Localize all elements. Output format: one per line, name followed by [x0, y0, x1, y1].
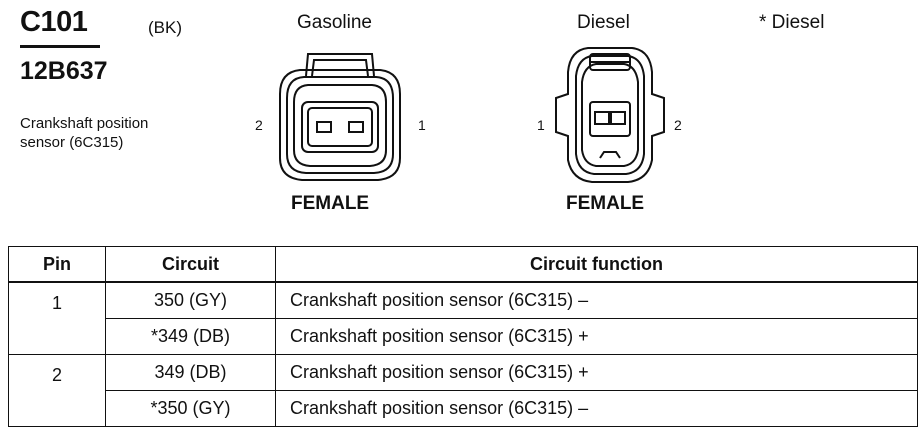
circuit-column-header: Circuit — [105, 246, 276, 283]
table-header-row: Pin Circuit Circuit function — [8, 246, 918, 283]
connector-id-underline — [20, 45, 100, 48]
circuit-cell: 349 (DB) — [105, 354, 276, 391]
circuit-cell: 350 (GY) — [105, 281, 276, 319]
pin-column-header: Pin — [8, 246, 106, 283]
circuit-function-cell: Crankshaft position sensor (6C315) – — [275, 390, 918, 427]
gasoline-pin-left-label: 2 — [255, 117, 263, 133]
diesel-view-title: Diesel — [577, 12, 630, 33]
connector-color: (BK) — [148, 18, 182, 37]
pinout-table: Pin Circuit Circuit function 1 350 (GY) … — [8, 246, 918, 427]
diesel-footnote: * Diesel — [759, 12, 825, 33]
gasoline-view-title: Gasoline — [297, 12, 372, 33]
pin-number-cell: 2 — [8, 354, 106, 427]
diesel-gender-label: FEMALE — [566, 193, 645, 214]
diesel-pin-left-label: 1 — [537, 117, 545, 133]
circuit-function-cell: Crankshaft position sensor (6C315) – — [275, 281, 918, 319]
gasoline-gender-label: FEMALE — [291, 193, 370, 214]
circuit-cell: *350 (GY) — [105, 390, 276, 427]
circuit-function-column-header: Circuit function — [275, 246, 918, 283]
circuit-function-cell: Crankshaft position sensor (6C315) + — [275, 318, 918, 355]
connector-id: C101 — [20, 6, 88, 38]
table-row: *350 (GY) Crankshaft position sensor (6C… — [9, 390, 918, 427]
connector-description: Crankshaft position sensor (6C315) — [20, 115, 149, 151]
circuit-function-cell: Crankshaft position sensor (6C315) + — [275, 354, 918, 391]
table-row: 2 349 (DB) Crankshaft position sensor (6… — [8, 354, 918, 427]
circuit-cell: *349 (DB) — [105, 318, 276, 355]
part-number: 12B637 — [20, 57, 108, 85]
gasoline-connector-face-icon — [279, 53, 401, 181]
table-row: *349 (DB) Crankshaft position sensor (6C… — [9, 318, 918, 355]
gasoline-pin-right-label: 1 — [418, 117, 426, 133]
pin-number-cell: 1 — [8, 281, 106, 355]
diesel-pin-right-label: 2 — [674, 117, 682, 133]
diesel-connector-face-icon — [555, 47, 665, 183]
table-row: 1 350 (GY) Crankshaft position sensor (6… — [8, 281, 918, 355]
